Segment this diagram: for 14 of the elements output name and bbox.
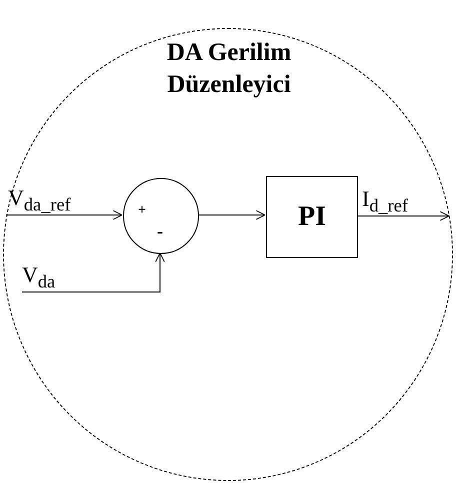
block-title: DA Gerilim Düzenleyici [166, 38, 292, 100]
arrow [198, 210, 266, 220]
sign-label: + [138, 204, 146, 218]
controller-block [266, 176, 358, 258]
signal-label: V$_{da}$ [22, 263, 56, 294]
arrow [356, 211, 450, 221]
arrow [6, 210, 122, 220]
signal-label: I$_{d_ref}$ [362, 187, 408, 218]
sign-label: - [157, 222, 163, 240]
block-label: PI [298, 201, 326, 233]
summing-junction [123, 178, 199, 254]
dashed-boundary-circle [3, 28, 453, 481]
arrow [22, 252, 165, 292]
signal-label: V$_{da_ref}$ [8, 186, 71, 216]
